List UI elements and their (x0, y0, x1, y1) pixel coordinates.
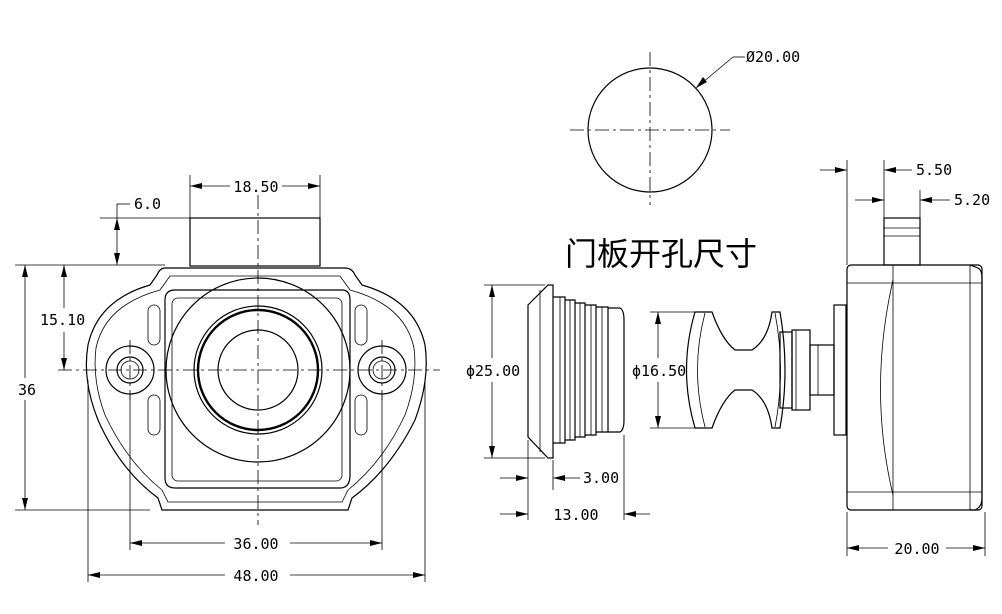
dim-body-20: 20.00 (894, 540, 939, 558)
dim-hole-20: Ø20.00 (746, 48, 800, 66)
dim-48-00: 48.00 (233, 567, 278, 585)
dim-stem-5-20: 5.20 (954, 191, 990, 209)
dim-flange-3: 3.00 (583, 469, 619, 487)
side-body-dimensions: 5.50 5.20 20.00 (820, 160, 990, 558)
dim-insert-13: 13.00 (553, 506, 598, 524)
dim-15-10: 15.10 (40, 311, 85, 329)
dim-36-00: 36.00 (233, 535, 278, 553)
front-view (58, 195, 440, 525)
dim-18-50: 18.50 (233, 178, 278, 196)
flange-insert-side-view (527, 284, 625, 459)
outer-escutcheon (85, 267, 427, 511)
knob-dimensions: ϕ16.50 (632, 311, 700, 429)
dim-6-0: 6.0 (134, 195, 161, 213)
flange-dimensions: ϕ25.00 3.00 13.00 (466, 284, 650, 524)
door-hole-circle: Ø20.00 (570, 48, 800, 205)
dim-36: 36 (18, 381, 36, 399)
dim-knob-16-5: ϕ16.50 (632, 362, 686, 380)
front-view-dimensions: 18.50 6.0 15.10 36 36.00 (15, 175, 426, 585)
knob-side-view (685, 304, 847, 436)
dim-flange-25: ϕ25.00 (466, 362, 520, 380)
title-door-hole-size: 门板开孔尺寸 (565, 235, 757, 273)
lock-body-side-view (846, 217, 983, 511)
dim-stem-5-50: 5.50 (916, 161, 952, 179)
